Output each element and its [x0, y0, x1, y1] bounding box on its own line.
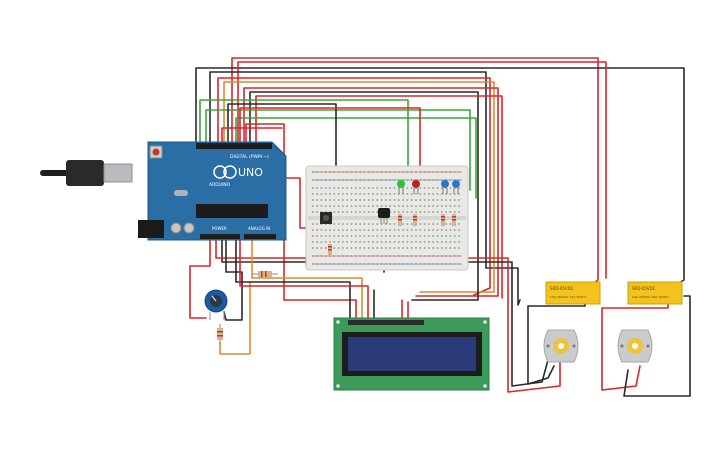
digital-pins-label: DIGITAL (PWM ~): [230, 154, 269, 160]
power-pins-label: POWER: [212, 226, 227, 231]
wires: [189, 57, 691, 397]
resistor-bb-1: [398, 214, 402, 226]
resistor-bb-4: [452, 214, 456, 226]
wire-red-7: [221, 127, 283, 143]
wire-red-top-5: [255, 95, 503, 299]
relay-1-specs: 10A 250VAC 10A 30VDC: [550, 295, 587, 299]
resistor-bb-2: [413, 214, 417, 226]
wire-red-motor-2: [601, 299, 669, 391]
analog-pins-label: ANALOG IN: [248, 226, 270, 231]
crystal: [174, 190, 188, 196]
resistor-horizontal: [252, 271, 278, 277]
wire-red-power: [215, 235, 561, 393]
power-header: [200, 234, 240, 239]
atmega-chip: [196, 204, 268, 218]
dc-motor-1: [543, 329, 579, 363]
lcd-16x2: [333, 317, 490, 391]
wire-red-5: [239, 107, 421, 179]
led-blue-1: [441, 180, 449, 194]
led-blue-2: [452, 180, 460, 194]
wire-green-2: [205, 109, 471, 191]
led-green: [397, 180, 405, 194]
resistor-vertical: [217, 324, 223, 344]
resistor-bb-3: [441, 214, 445, 226]
wire-black-4: [227, 103, 337, 221]
wire-black-lcd-1: [235, 237, 351, 319]
wire-red-lcd-1: [239, 237, 369, 319]
ic-sensor: [378, 208, 390, 224]
dc-motor-2: [617, 329, 653, 363]
wire-black-motor-2: [623, 295, 691, 397]
wire-black-power-2: [223, 235, 243, 321]
lcd-header: [348, 320, 424, 325]
analog-header: [244, 234, 276, 239]
wire-orange-pot: [251, 237, 363, 319]
usb-cable: [40, 170, 70, 176]
digital-header: [196, 143, 272, 149]
arduino-uno-board: UNO ARDUINO DIGITAL (PWM ~) POWER ANALOG…: [40, 141, 287, 241]
wire-red-top-4: [243, 87, 499, 297]
lcd-screen: [348, 337, 476, 371]
potentiometer[interactable]: [204, 289, 228, 320]
wire-orange-top: [223, 81, 495, 293]
arduino-brand: ARDUINO: [209, 182, 231, 188]
wire-orange-pot-2: [219, 281, 251, 355]
power-jack: [138, 220, 164, 238]
led-red: [412, 180, 420, 194]
wire-black-motor-1: [527, 299, 586, 385]
relay-1: SRD-05VDC 10A 250VAC 10A 30VDC: [545, 281, 601, 305]
relay-1-label: SRD-05VDC: [550, 286, 574, 291]
usb-port: [103, 163, 133, 183]
breadboard: [305, 165, 469, 271]
relay-2-specs: 10A 250VAC 10A 30VDC: [632, 295, 669, 299]
breadboard-holes: [312, 171, 460, 265]
arduino-model: UNO: [238, 166, 263, 179]
wire-red-power-2: [189, 235, 211, 319]
wire-red-top-2: [237, 61, 607, 279]
capacitor-2: [183, 222, 195, 234]
wire-black-top-2: [209, 71, 521, 306]
wire-green-3: [235, 117, 477, 199]
capacitor-1: [170, 222, 182, 234]
resistor-bb-5: [328, 244, 332, 256]
relay-2-label: SRD-05VDC: [632, 286, 656, 291]
relay-2: SRD-05VDC 10A 250VAC 10A 30VDC: [627, 281, 683, 305]
wire-green-1: [199, 99, 409, 179]
usb-plug: [66, 160, 104, 186]
